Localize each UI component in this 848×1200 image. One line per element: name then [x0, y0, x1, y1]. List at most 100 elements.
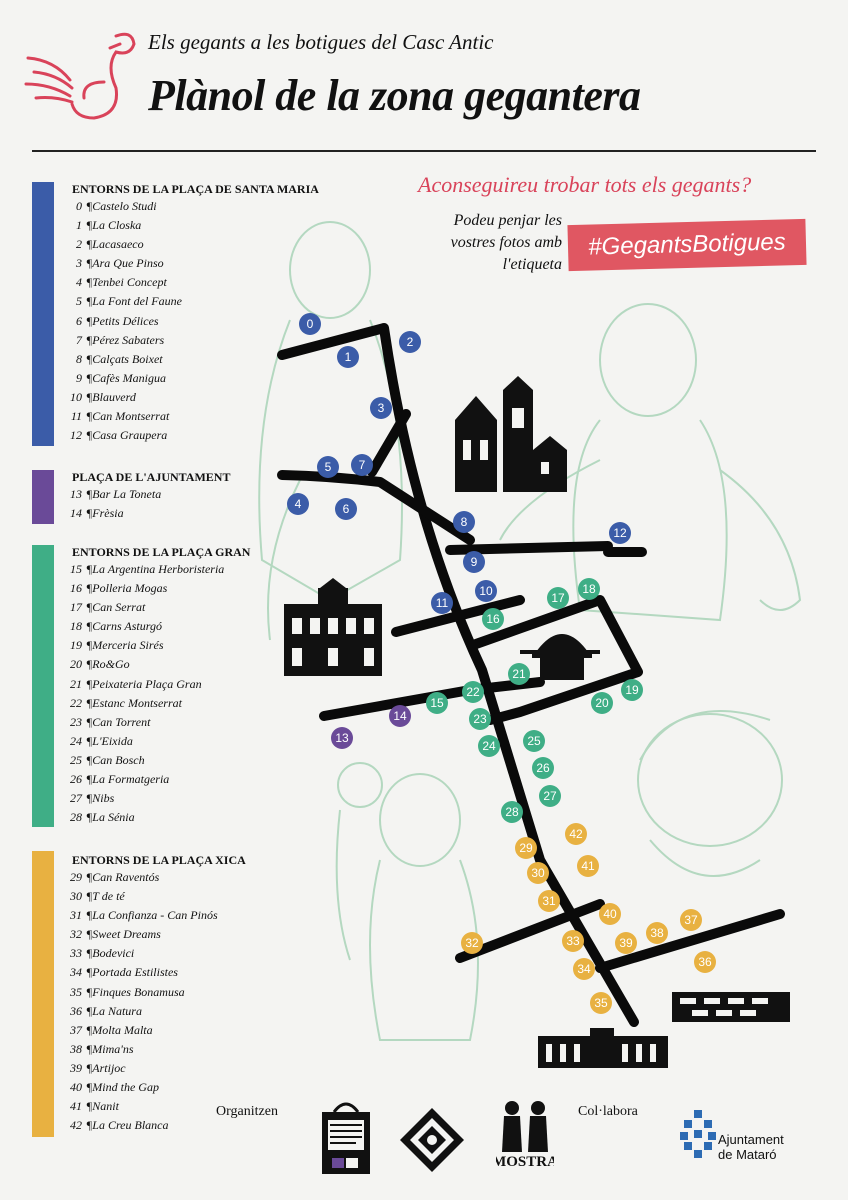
pilcrow-separator: ¶ — [86, 600, 93, 615]
shop-marker: 19 — [621, 679, 643, 701]
marker-circle — [317, 456, 339, 478]
marker-number: 31 — [542, 894, 556, 908]
shop-list-item: 11¶ Can Montserrat — [60, 409, 260, 428]
shop-number: 13 — [70, 487, 82, 501]
section-color-bar — [32, 545, 54, 827]
header-divider — [32, 150, 816, 152]
market-icon — [520, 634, 600, 680]
shop-list-item: 30¶ T de té — [60, 889, 260, 908]
page-title: Plànol de la zona gegantera — [148, 71, 641, 120]
pilcrow-separator: ¶ — [86, 908, 93, 923]
challenge-question: Aconseguireu trobar tots els gegants? — [418, 172, 752, 197]
shop-number: 40 — [70, 1080, 82, 1095]
pilcrow-separator: ¶ — [86, 506, 93, 521]
marker-number: 22 — [466, 685, 480, 699]
shop-name: Casa Graupera — [92, 428, 168, 443]
shop-number: 25 — [70, 752, 82, 767]
marker-circle — [547, 587, 569, 609]
shop-number: 11 — [70, 409, 82, 424]
shop-number: 17 — [70, 600, 82, 615]
pilcrow-separator: ¶ — [86, 752, 93, 767]
shop-name: Merceria Sirés — [92, 638, 164, 653]
shop-marker: 12 — [609, 522, 631, 544]
shop-number: 29 — [70, 870, 82, 884]
shop-number: 10 — [70, 389, 82, 404]
shop-number: 8 — [76, 351, 82, 366]
pilcrow-separator: ¶ — [86, 370, 93, 385]
marker-number: 32 — [465, 936, 479, 950]
marker-circle — [573, 958, 595, 980]
shop-marker: 33 — [562, 930, 584, 952]
shop-list-item: 22¶ Estanc Montserrat — [60, 696, 260, 715]
ajuntament-line1: Ajuntament — [718, 1132, 784, 1147]
shop-list-item: 29¶ Can Raventós — [60, 870, 260, 889]
shop-name: T de té — [92, 889, 125, 904]
shop-number: 19 — [70, 638, 82, 653]
shop-name: Pérez Sabaters — [92, 332, 165, 347]
marker-circle — [399, 331, 421, 353]
shop-marker: 27 — [539, 785, 561, 807]
section-title: ENTORNS DE LA PLAÇA XICA — [72, 853, 246, 867]
shop-name: La Argentina Herboristeria — [92, 562, 225, 576]
marker-number: 13 — [335, 731, 349, 745]
shop-name: Can Bosch — [92, 752, 145, 767]
collaborator-label: Col·labora — [578, 1104, 638, 1119]
shop-list-item: 17¶ Can Serrat — [60, 600, 260, 619]
marker-circle — [562, 930, 584, 952]
shop-number: 27 — [70, 791, 82, 806]
shop-number: 1 — [76, 218, 82, 233]
shop-marker: 16 — [482, 608, 504, 630]
shop-name: Can Raventós — [92, 870, 160, 884]
marker-number: 1 — [345, 350, 352, 364]
shop-number: 6 — [76, 313, 82, 328]
pilcrow-separator: ¶ — [86, 409, 93, 424]
marker-circle — [591, 692, 613, 714]
marker-number: 4 — [295, 497, 302, 511]
shop-list-item: 38¶ Mima'ns — [60, 1042, 260, 1061]
shop-marker: 24 — [478, 735, 500, 757]
marker-number: 25 — [527, 734, 541, 748]
marker-number: 8 — [461, 515, 468, 529]
shop-list-item: 5¶ La Font del Faune — [60, 294, 260, 313]
pilcrow-separator: ¶ — [86, 1003, 93, 1018]
shop-list-item: 40¶ Mind the Gap — [60, 1080, 260, 1099]
marker-number: 6 — [343, 502, 350, 516]
shop-markers: 0123456789101112131415161718192021222324… — [287, 313, 716, 1014]
town-hall-icon — [284, 578, 382, 676]
pilcrow-separator: ¶ — [86, 1118, 93, 1133]
shop-marker: 31 — [538, 890, 560, 912]
mostra-logo: MOSTRA — [496, 1101, 554, 1170]
shop-list-item: 2¶ Lacasaeco — [60, 237, 260, 256]
shop-list-item: 7¶ Pérez Sabaters — [60, 333, 260, 352]
shop-name: Peixateria Plaça Gran — [92, 676, 202, 691]
shop-name: La Sénia — [92, 810, 135, 825]
shop-marker: 21 — [508, 663, 530, 685]
shop-marker: 6 — [335, 498, 357, 520]
shop-marker: 22 — [462, 681, 484, 703]
organizers-label: Organitzen — [216, 1104, 278, 1119]
shop-marker: 40 — [599, 903, 621, 925]
marker-circle — [599, 903, 621, 925]
shop-list-item: 33¶ Bodevici — [60, 946, 260, 965]
shop-list-item: 1¶ La Closka — [60, 218, 260, 237]
marker-number: 14 — [393, 709, 407, 723]
shop-number: 34 — [70, 965, 82, 980]
shop-marker: 3 — [370, 397, 392, 419]
shop-number: 38 — [70, 1041, 82, 1056]
marker-number: 24 — [482, 739, 496, 753]
pilcrow-separator: ¶ — [86, 1099, 93, 1114]
geganters-logo — [400, 1108, 464, 1172]
shop-name: La Natura — [92, 1003, 142, 1018]
pilcrow-separator: ¶ — [86, 256, 93, 271]
shop-marker: 10 — [475, 580, 497, 602]
shop-marker: 11 — [431, 592, 453, 614]
shop-number: 24 — [70, 733, 82, 748]
shop-list-item: 31¶ La Confianza - Can Pinós — [60, 908, 260, 927]
marker-number: 3 — [378, 401, 385, 415]
marker-number: 33 — [566, 934, 580, 948]
pilcrow-separator: ¶ — [86, 1041, 93, 1056]
marker-circle — [565, 823, 587, 845]
shop-list-item: 3¶ Ara Que Pinso — [60, 256, 260, 275]
shop-list-item: 6¶ Petits Délices — [60, 314, 260, 333]
